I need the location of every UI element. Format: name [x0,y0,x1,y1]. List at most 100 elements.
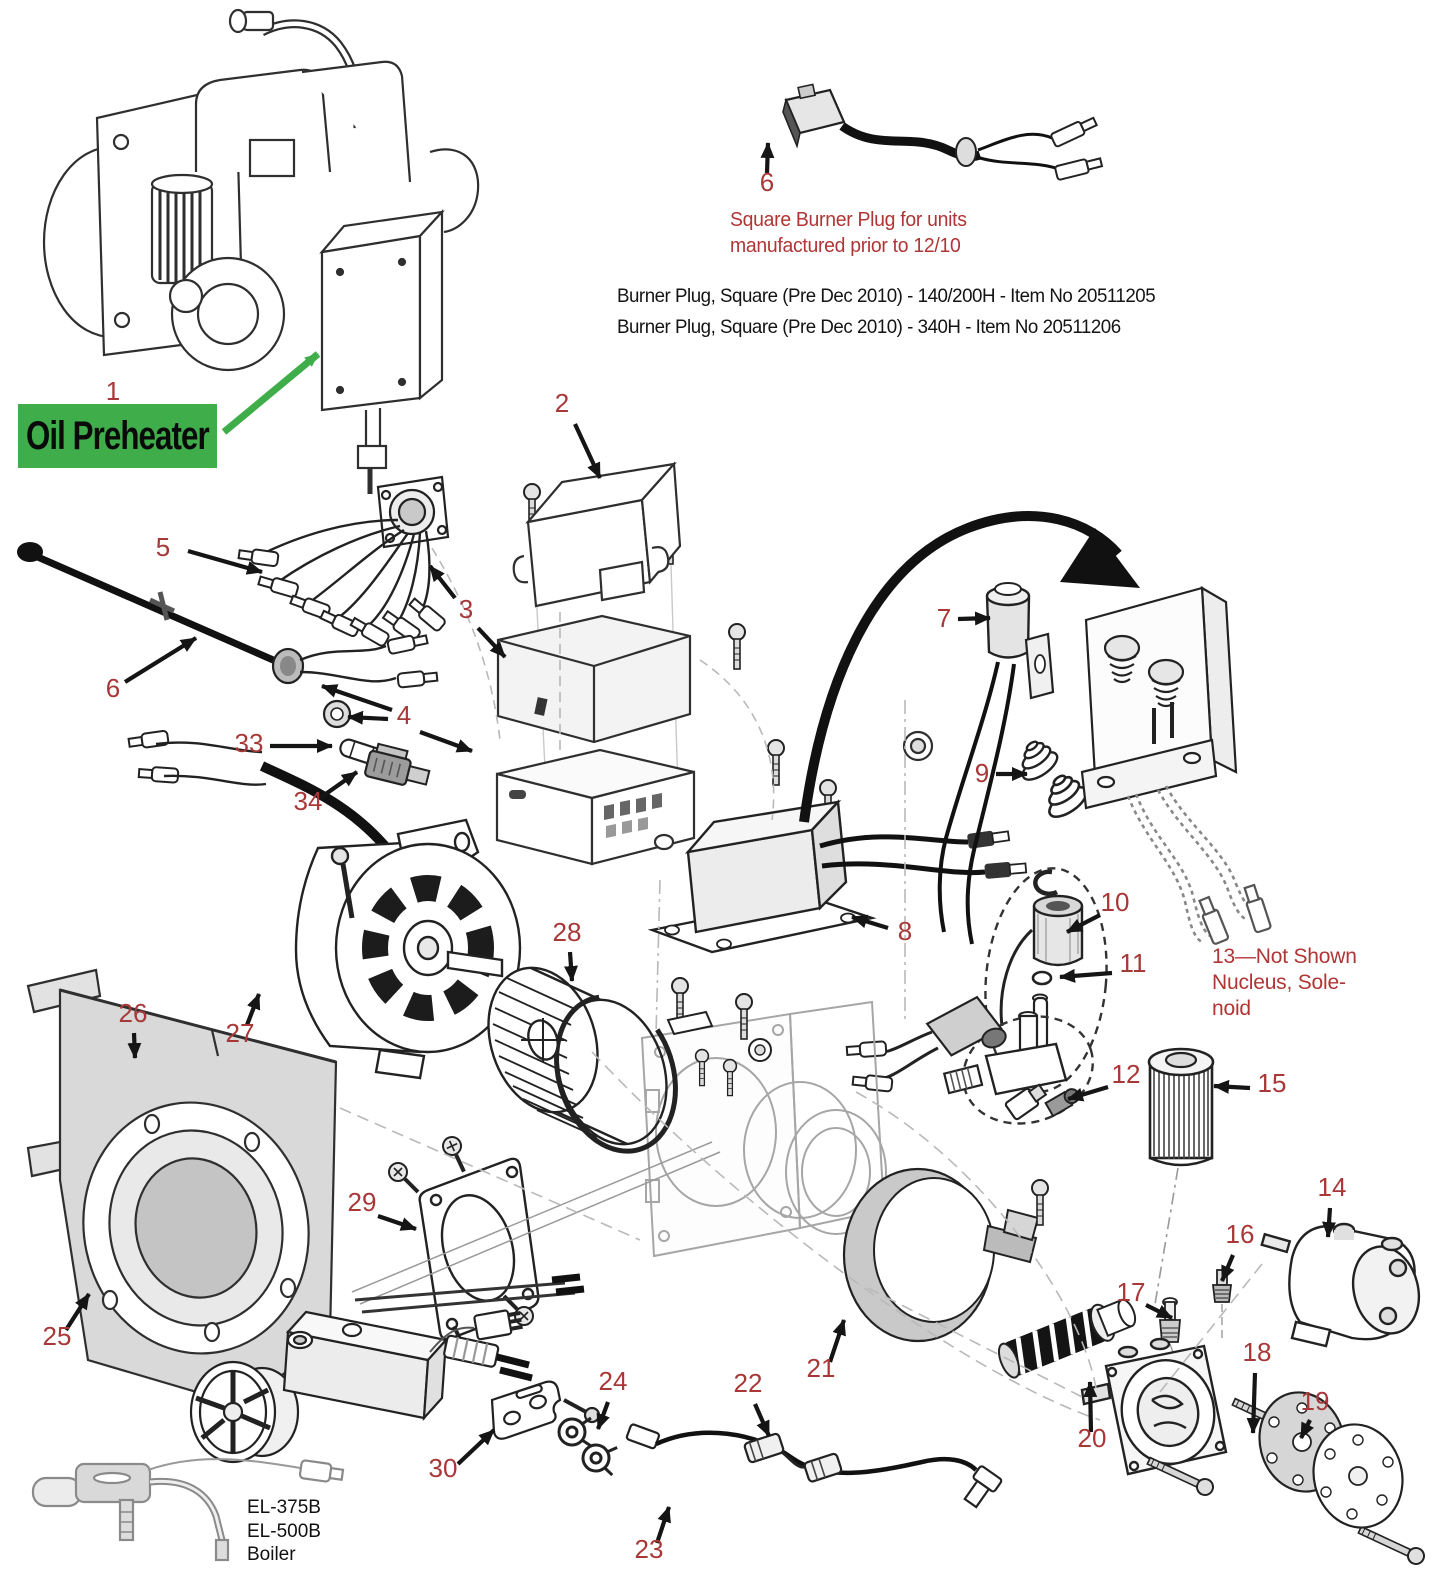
insulator-tube-art [997,1298,1137,1379]
square-plug-art [782,83,1104,181]
not-shown-note-line1: 13—Not Shown [1212,945,1357,968]
callout-arrow-21 [828,1319,846,1363]
pump-motor-art [1260,1222,1421,1348]
callout-arrow-25 [64,1292,91,1332]
square-plug-caption-line1: Square Burner Plug for units [730,209,967,231]
fuel-rod-art [17,542,282,667]
callout-arrow-18 [1246,1372,1261,1434]
assembled-burner-art [42,8,480,494]
callout-arrow-34 [318,770,359,800]
boiler-note: EL-375B EL-500B Boiler [247,1496,321,1567]
housing-bolts-art [666,977,772,1097]
callout-arrow-28 [563,951,578,982]
oil-filter-art [1147,1047,1215,1311]
callout-arrow-11 [1059,968,1113,983]
callout-number-10: 10 [1101,887,1130,917]
electrode-bracket-art [490,1380,601,1440]
callout-arrow-4 [321,684,393,712]
valve-cable-art [743,1432,843,1483]
pump-gasket-art [1258,1391,1404,1529]
callout-arrow-10 [1066,913,1101,934]
callout-number-23: 23 [635,1534,664,1564]
oil-preheater-label: Oil Preheater [18,404,217,468]
boiler-igniter-art [31,1458,345,1562]
oil-preheater-label-text: Oil Preheater [26,412,210,458]
callout-arrow-26 [127,1032,142,1059]
callout-number-22: 22 [734,1368,763,1398]
guide-lines [339,547,1263,1421]
callout-number-6: 6 [760,167,774,197]
callout-number-8: 8 [898,916,912,946]
callout-number-19: 19 [1301,1386,1330,1416]
air-band-art [842,1167,1049,1343]
callout-arrow-24 [596,1401,610,1430]
callout-arrow-15 [1213,1079,1251,1094]
big-curved-arrow [799,511,1140,823]
not-shown-note-line2: Nucleus, Sole- [1212,971,1346,994]
not-shown-note: 13—Not Shown Nucleus, Sole- noid [1212,944,1357,1022]
blower-motor-art [294,818,522,1080]
callout-arrow-3 [476,626,507,659]
nozzle-line-art [189,1141,721,1464]
callout-number-33: 33 [235,728,264,758]
callout-arrow-20 [1083,1381,1098,1433]
callout-arrow-17 [1145,1303,1173,1320]
fuel-pump-art [1080,1337,1428,1568]
callout-arrow-14 [1322,1207,1337,1238]
callout-number-20: 20 [1078,1423,1107,1453]
boiler-note-line2: EL-500B [247,1520,321,1542]
callout-number-2: 2 [555,388,569,418]
callout-arrow-29 [377,1214,417,1231]
callout-arrow-22 [753,1403,771,1437]
ignition-transformer-art [1080,586,1272,945]
callout-arrow-27 [245,993,261,1026]
callout-arrow-3 [428,564,457,600]
callout-number-12: 12 [1112,1059,1141,1089]
square-plug-caption: Square Burner Plug for units manufacture… [730,207,967,259]
callout-number-11: 11 [1120,948,1147,978]
burner-housing-art [640,1000,887,1258]
burner-plug-item-line2: Burner Plug, Square (Pre Dec 2010) - 340… [617,316,1121,338]
callout-number-1: 1 [106,376,120,406]
boiler-note-line3: Boiler [247,1544,296,1565]
callout-number-18: 18 [1243,1337,1272,1367]
boiler-note-line1: EL-375B [247,1497,321,1518]
callout-number-4: 4 [397,700,411,730]
callout-number-3: 3 [459,594,473,624]
photocell-art [937,582,1055,945]
callout-arrow-4 [419,730,473,753]
callout-number-29: 29 [348,1187,377,1217]
callout-number-7: 7 [937,603,951,633]
callout-arrow-19 [1299,1419,1314,1439]
control-box-art [495,461,934,866]
callout-number-5: 5 [156,532,170,562]
callout-number-27: 27 [226,1018,255,1048]
callout-arrow-7 [957,611,991,626]
callout-arrow-30 [456,1428,496,1466]
clamp-clips-art [557,1416,618,1477]
burner-plug-item-line1: Burner Plug, Square (Pre Dec 2010) - 140… [617,285,1156,307]
mount-gasket-art [387,1132,540,1366]
callout-number-17: 17 [1117,1277,1146,1307]
callout-arrow-12 [1067,1084,1109,1102]
callout-number-21: 21 [807,1353,836,1383]
callout-number-9: 9 [975,758,989,788]
callout-arrow-6 [760,142,775,174]
ignition-harness-art [237,475,450,649]
callout-number-16: 16 [1226,1219,1255,1249]
callout-arrow-4 [347,710,389,725]
callout-number-25: 25 [43,1321,72,1351]
burner-plug-item-lines: Burner Plug, Square (Pre Dec 2010) - 140… [617,281,1156,343]
oil-preheater-arrow [221,351,321,435]
callout-number-26: 26 [119,998,148,1028]
callout-arrow-16 [1220,1254,1235,1282]
callout-number-24: 24 [599,1366,628,1396]
callout-arrow-2 [573,423,602,479]
oil-valve-art [845,995,1094,1125]
pump-harness-art [271,631,439,689]
callout-number-15: 15 [1258,1068,1287,1098]
callout-number-30: 30 [429,1453,458,1483]
callout-arrow-6 [123,636,198,684]
